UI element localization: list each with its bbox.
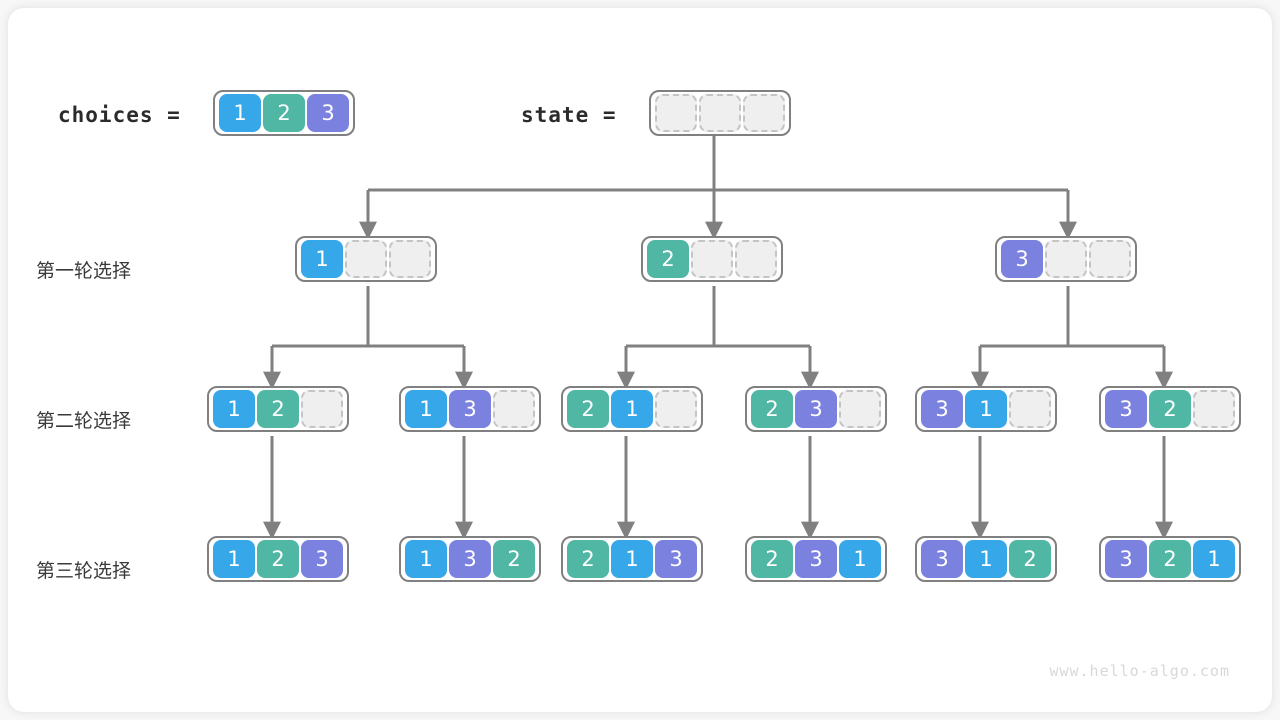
choices-array: 1 2 3 [213, 90, 355, 136]
level2-node-2-cell-1: 1 [611, 390, 653, 428]
state-array [649, 90, 791, 136]
level1-node-0-cell-0: 1 [301, 240, 343, 278]
level3-node-2-cell-2: 3 [655, 540, 697, 578]
level1-node-1-cell-2 [735, 240, 777, 278]
level2-node-4-cell-2 [1009, 390, 1051, 428]
state-cell-2 [743, 94, 785, 132]
level1-node-2-cell-1 [1045, 240, 1087, 278]
level3-node-0: 1 2 3 [207, 536, 349, 582]
level3-node-0-cell-1: 2 [257, 540, 299, 578]
level1-node-2: 3 [995, 236, 1137, 282]
level1-node-1-cell-1 [691, 240, 733, 278]
level2-node-4-cell-1: 1 [965, 390, 1007, 428]
level3-node-0-cell-0: 1 [213, 540, 255, 578]
level3-node-3-cell-1: 3 [795, 540, 837, 578]
row-label-round-1: 第一轮选择 [36, 260, 132, 282]
level3-node-2-cell-0: 2 [567, 540, 609, 578]
level2-node-5-cell-0: 3 [1105, 390, 1147, 428]
level2-node-2-cell-2 [655, 390, 697, 428]
level2-node-1: 1 3 [399, 386, 541, 432]
level2-node-0-cell-2 [301, 390, 343, 428]
level3-node-4: 3 1 2 [915, 536, 1057, 582]
level2-node-0-cell-1: 2 [257, 390, 299, 428]
level2-node-0: 1 2 [207, 386, 349, 432]
level2-node-1-cell-0: 1 [405, 390, 447, 428]
row-label-round-3: 第三轮选择 [36, 560, 132, 582]
state-label: state = [521, 103, 617, 127]
level3-node-5: 3 2 1 [1099, 536, 1241, 582]
level2-node-2-cell-0: 2 [567, 390, 609, 428]
level1-node-0-cell-1 [345, 240, 387, 278]
level3-node-2-cell-1: 1 [611, 540, 653, 578]
choices-cell-1: 2 [263, 94, 305, 132]
state-cell-0 [655, 94, 697, 132]
level3-node-3-cell-2: 1 [839, 540, 881, 578]
level1-node-2-cell-0: 3 [1001, 240, 1043, 278]
level3-node-4-cell-1: 1 [965, 540, 1007, 578]
site-watermark: www.hello-algo.com [1049, 662, 1230, 680]
level1-node-1: 2 [641, 236, 783, 282]
level3-node-1-cell-2: 2 [493, 540, 535, 578]
diagram-card: choices = 1 2 3 state = 第一轮选择 第二轮选择 第三轮选… [8, 8, 1272, 712]
level2-node-2: 2 1 [561, 386, 703, 432]
row-label-round-2: 第二轮选择 [36, 410, 132, 432]
level3-node-3: 2 3 1 [745, 536, 887, 582]
level3-node-1-cell-1: 3 [449, 540, 491, 578]
choices-cell-2: 3 [307, 94, 349, 132]
level2-node-5-cell-2 [1193, 390, 1235, 428]
level2-node-5: 3 2 [1099, 386, 1241, 432]
level2-node-3-cell-2 [839, 390, 881, 428]
level3-node-5-cell-0: 3 [1105, 540, 1147, 578]
level1-node-0-cell-2 [389, 240, 431, 278]
level2-node-1-cell-2 [493, 390, 535, 428]
level1-node-1-cell-0: 2 [647, 240, 689, 278]
state-cell-1 [699, 94, 741, 132]
level2-node-3-cell-0: 2 [751, 390, 793, 428]
level2-node-5-cell-1: 2 [1149, 390, 1191, 428]
level3-node-4-cell-0: 3 [921, 540, 963, 578]
level2-node-1-cell-1: 3 [449, 390, 491, 428]
level3-node-3-cell-0: 2 [751, 540, 793, 578]
level2-node-3-cell-1: 3 [795, 390, 837, 428]
level2-node-0-cell-0: 1 [213, 390, 255, 428]
level2-node-4-cell-0: 3 [921, 390, 963, 428]
level1-node-2-cell-2 [1089, 240, 1131, 278]
level3-node-1: 1 3 2 [399, 536, 541, 582]
level3-node-0-cell-2: 3 [301, 540, 343, 578]
level2-node-4: 3 1 [915, 386, 1057, 432]
level1-node-0: 1 [295, 236, 437, 282]
level3-node-1-cell-0: 1 [405, 540, 447, 578]
level3-node-4-cell-2: 2 [1009, 540, 1051, 578]
level3-node-5-cell-2: 1 [1193, 540, 1235, 578]
tree-connectors [263, 136, 1173, 540]
level2-node-3: 2 3 [745, 386, 887, 432]
level3-node-2: 2 1 3 [561, 536, 703, 582]
level3-node-5-cell-1: 2 [1149, 540, 1191, 578]
choices-cell-0: 1 [219, 94, 261, 132]
choices-label: choices = [58, 103, 181, 127]
